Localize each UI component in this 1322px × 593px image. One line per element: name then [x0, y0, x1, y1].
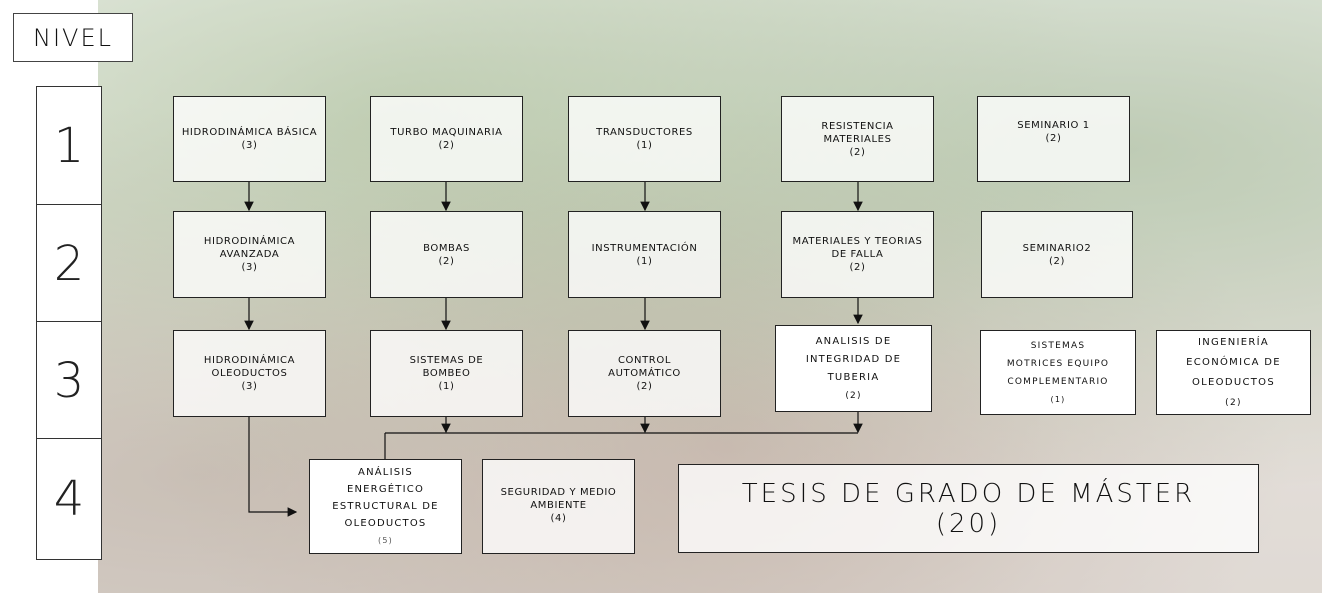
- node-transductores: TRANSDUCTORES (1): [568, 96, 721, 182]
- node-credit: (2): [438, 140, 455, 151]
- node-analisis-integridad: ANALISIS DE INTEGRIDAD DE TUBERIA (2): [775, 325, 932, 412]
- node-title: CONTROL AUTOMÁTICO: [608, 355, 681, 379]
- node-credit: (2): [636, 381, 653, 392]
- node-title: TRANSDUCTORES: [596, 127, 693, 138]
- node-title: MATERIALES Y TEORIAS DE FALLA: [792, 236, 923, 260]
- node-title: SEMINARIO2: [1022, 242, 1092, 254]
- nivel-label: NIVEL: [33, 23, 113, 52]
- node-title: HIDRODINÁMICA AVANZADA: [203, 236, 296, 260]
- node-title: ANALISIS DE INTEGRIDAD DE TUBERIA: [805, 335, 902, 383]
- node-title: SISTEMAS DE BOMBEO: [409, 355, 484, 379]
- level-2: 2: [37, 204, 101, 322]
- node-title: INSTRUMENTACIÓN: [591, 242, 698, 254]
- level-column: 1 2 3 4: [36, 86, 102, 560]
- node-resistencia-materiales: RESISTENCIA MATERIALES (2): [781, 96, 934, 182]
- nivel-header: NIVEL: [13, 13, 133, 62]
- node-title: SEMINARIO 1: [1017, 120, 1090, 131]
- node-credit: (1): [1050, 394, 1066, 404]
- node-tesis-grado-master: TESIS DE GRADO DE MÁSTER (20): [678, 464, 1259, 553]
- node-credit: (3): [241, 381, 258, 392]
- level-3: 3: [37, 321, 101, 439]
- level-4: 4: [37, 438, 101, 559]
- node-credit: (3): [241, 140, 258, 151]
- node-credit: (1): [636, 140, 653, 151]
- node-credit: (2): [849, 146, 866, 158]
- node-title: HIDRODINÁMICA OLEODUCTOS: [203, 355, 296, 379]
- node-title: SISTEMAS MOTRICES EQUIPO COMPLEMENTARIO: [1006, 340, 1110, 387]
- node-seguridad-medio-ambiente: SEGURIDAD Y MEDIO AMBIENTE (4): [482, 459, 635, 554]
- node-hidrodinamica-oleoductos: HIDRODINÁMICA OLEODUCTOS (3): [173, 330, 326, 417]
- node-title: HIDRODINÁMICA BÁSICA: [181, 127, 318, 138]
- node-title: TESIS DE GRADO DE MÁSTER: [741, 478, 1196, 509]
- node-hidrodinamica-basica: HIDRODINÁMICA BÁSICA (3): [173, 96, 326, 182]
- node-credit: (20): [935, 508, 1002, 539]
- node-hidrodinamica-avanzada: HIDRODINÁMICA AVANZADA (3): [173, 211, 326, 298]
- node-instrumentacion: INSTRUMENTACIÓN (1): [568, 211, 721, 298]
- node-credit: (2): [1045, 133, 1062, 144]
- node-seminario-2: SEMINARIO2 (2): [981, 211, 1133, 298]
- level-1: 1: [53, 118, 85, 174]
- node-credit: (2): [1049, 255, 1065, 267]
- node-credit: (2): [1225, 397, 1242, 408]
- node-credit: (5): [378, 536, 393, 545]
- node-sistemas-bombeo: SISTEMAS DE BOMBEO (1): [370, 330, 523, 417]
- node-analisis-energetico: ANÁLISIS ENERGÉTICO ESTRUCTURAL DE OLEOD…: [309, 459, 462, 554]
- node-ingenieria-economica: INGENIERÍA ECONÓMICA DE OLEODUCTOS (2): [1156, 330, 1311, 415]
- node-turbo-maquinaria: TURBO MAQUINARIA (2): [370, 96, 523, 182]
- node-credit: (1): [636, 255, 653, 267]
- node-bombas: BOMBAS (2): [370, 211, 523, 298]
- node-title: RESISTENCIA MATERIALES: [821, 120, 894, 145]
- node-control-automatico: CONTROL AUTOMÁTICO (2): [568, 330, 721, 417]
- node-seminario-1: SEMINARIO 1 (2): [977, 96, 1130, 182]
- node-title: TURBO MAQUINARIA: [390, 127, 503, 138]
- node-credit: (3): [241, 262, 258, 273]
- node-materiales-teorias-falla: MATERIALES Y TEORIAS DE FALLA (2): [781, 211, 934, 298]
- node-credit: (2): [845, 390, 862, 401]
- node-title: INGENIERÍA ECONÓMICA DE OLEODUCTOS: [1186, 336, 1281, 388]
- node-credit: (2): [438, 255, 455, 267]
- node-title: SEGURIDAD Y MEDIO AMBIENTE: [500, 487, 617, 511]
- node-credit: (2): [849, 262, 866, 273]
- node-title: BOMBAS: [423, 242, 470, 254]
- arrow-oleoductos-analisis: [248, 417, 298, 517]
- node-credit: (1): [438, 381, 455, 392]
- node-title: ANÁLISIS ENERGÉTICO ESTRUCTURAL DE OLEOD…: [332, 467, 439, 529]
- node-sistemas-motrices: SISTEMAS MOTRICES EQUIPO COMPLEMENTARIO …: [980, 330, 1136, 415]
- node-credit: (4): [550, 513, 567, 524]
